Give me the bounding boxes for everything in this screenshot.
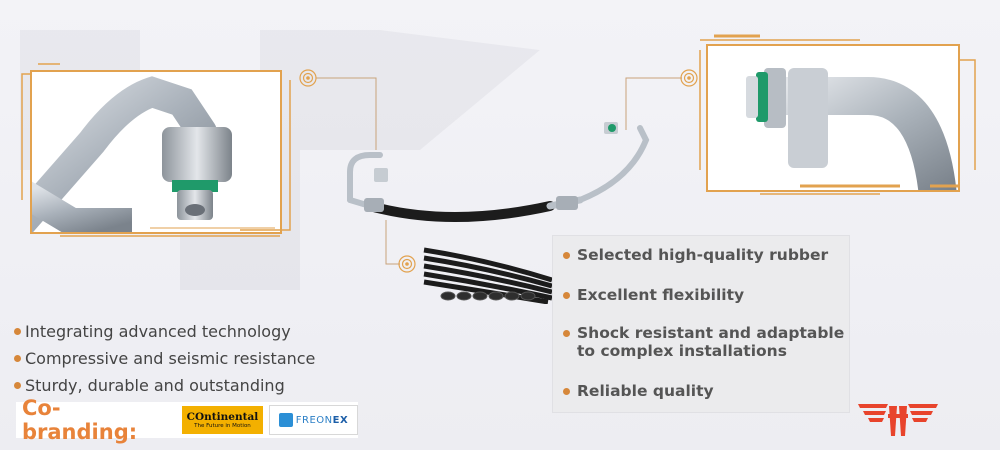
bullet-icon [563,292,570,299]
wings-logo-icon [858,404,938,436]
feature-text-multiline: Shock resistant and adaptable to complex… [577,324,844,360]
feature-list-left: Integrating advanced technology Compress… [14,318,414,399]
list-item: Excellent flexibility [563,286,744,304]
feature-text: Integrating advanced technology [25,322,291,341]
target-icon [398,255,416,273]
list-item: Integrating advanced technology [14,318,414,345]
list-item: Sturdy, durable and outstanding [14,372,414,399]
list-item: Compressive and seismic resistance [14,345,414,372]
freonex-mark-icon [278,413,293,427]
freonex-logo-text: FREONEX [295,414,349,426]
continental-logo-text: COntinental [186,410,259,423]
bullet-icon [563,330,570,337]
list-item: Reliable quality [563,382,714,400]
bullet-icon [563,388,570,395]
feature-text: Compressive and seismic resistance [25,349,316,368]
feature-line: Shock resistant and adaptable [577,324,845,342]
target-icon [680,69,698,87]
feature-text: Selected high-quality rubber [577,246,829,264]
bullet-icon [14,328,21,335]
list-item: Shock resistant and adaptable to complex… [563,324,844,360]
list-item: Selected high-quality rubber [563,246,828,264]
feature-text: Sturdy, durable and outstanding [25,376,285,395]
continental-logo: COntinental The Future in Motion [181,406,263,434]
bullet-icon [563,252,570,259]
feature-text: Excellent flexibility [577,286,745,304]
bullet-icon [14,382,21,389]
cobranding-strip: Co-branding: COntinental The Future in M… [16,396,358,444]
bullet-icon [14,355,21,362]
cobranding-label: Co-branding: [22,396,138,444]
rubber-hose-image [423,247,553,304]
fitting-closeup-right [746,68,957,190]
feature-text: Reliable quality [577,382,714,400]
feature-list-right: Selected high-quality rubber Excellent f… [552,235,850,413]
target-icon [299,69,317,87]
right-detail-photo [706,44,960,192]
hose-assembly-image [347,122,650,222]
left-detail-photo [30,70,282,234]
freonex-logo: FREONEX [269,405,358,435]
fitting-closeup-left [32,76,232,232]
feature-line: to complex installations [577,342,787,360]
continental-tagline: The Future in Motion [194,422,251,429]
